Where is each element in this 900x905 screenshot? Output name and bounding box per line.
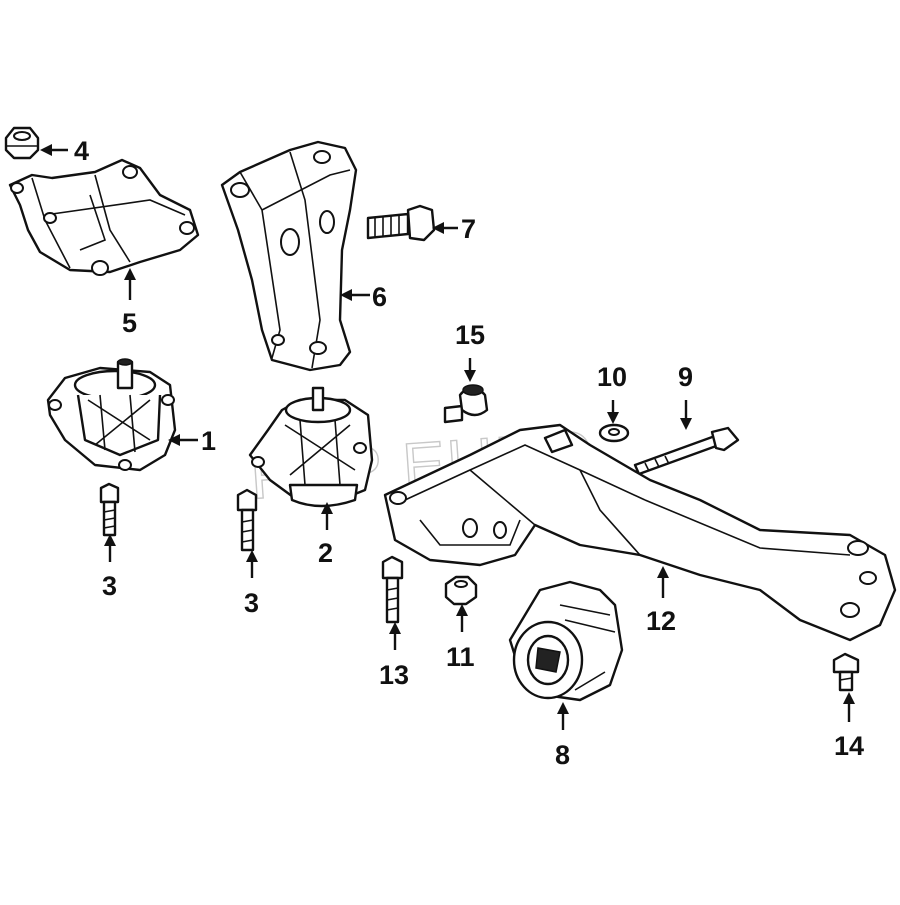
callout-6: 6 xyxy=(372,282,387,312)
callout-2: 2 xyxy=(318,538,333,568)
leader-3a xyxy=(104,534,116,562)
part-2-engine-mount[interactable] xyxy=(248,386,374,508)
leader-4 xyxy=(40,144,68,156)
callout-11: 11 xyxy=(446,642,475,672)
callout-15: 15 xyxy=(455,320,485,350)
leader-1 xyxy=(168,434,198,446)
callout-10: 10 xyxy=(597,362,627,392)
part-3-bolt-left[interactable] xyxy=(99,482,120,537)
callout-9: 9 xyxy=(678,362,693,392)
part-8-transmission-mount[interactable] xyxy=(508,580,624,702)
callout-14: 14 xyxy=(834,731,864,761)
part-3-bolt-center[interactable] xyxy=(236,488,258,552)
callout-3-center: 3 xyxy=(244,588,259,618)
leader-5 xyxy=(124,268,136,300)
part-12-crossmember[interactable] xyxy=(383,423,897,642)
leader-9 xyxy=(680,400,692,430)
leader-15 xyxy=(464,358,476,382)
callout-3-left: 3 xyxy=(102,571,117,601)
callout-8: 8 xyxy=(555,740,570,770)
callout-13: 13 xyxy=(379,660,409,690)
part-7-bolt[interactable] xyxy=(366,204,436,242)
part-9-long-bolt[interactable] xyxy=(633,426,740,476)
leader-10 xyxy=(607,400,619,424)
leader-7 xyxy=(432,222,458,234)
callout-1: 1 xyxy=(201,426,216,456)
callout-4: 4 xyxy=(74,136,89,166)
part-1-engine-mount[interactable] xyxy=(46,358,177,472)
callout-7: 7 xyxy=(461,214,476,244)
part-15-rubber-stud[interactable] xyxy=(443,384,489,424)
leader-13 xyxy=(389,622,401,650)
leader-8 xyxy=(557,702,569,730)
part-14-bolt[interactable] xyxy=(832,652,860,692)
leader-2 xyxy=(321,502,333,530)
part-10-washer[interactable] xyxy=(598,423,630,443)
leader-12 xyxy=(657,566,669,598)
part-4-nut[interactable] xyxy=(4,126,40,160)
part-13-bolt[interactable] xyxy=(381,555,404,624)
callout-12: 12 xyxy=(646,606,676,636)
leader-14 xyxy=(843,692,855,722)
callout-5: 5 xyxy=(122,308,137,338)
leader-6 xyxy=(340,289,370,301)
part-5-engine-bracket[interactable] xyxy=(8,158,200,276)
leader-11 xyxy=(456,604,468,632)
part-6-tall-bracket[interactable] xyxy=(220,140,358,372)
part-11-nut[interactable] xyxy=(444,575,478,606)
leader-3b xyxy=(246,550,258,578)
